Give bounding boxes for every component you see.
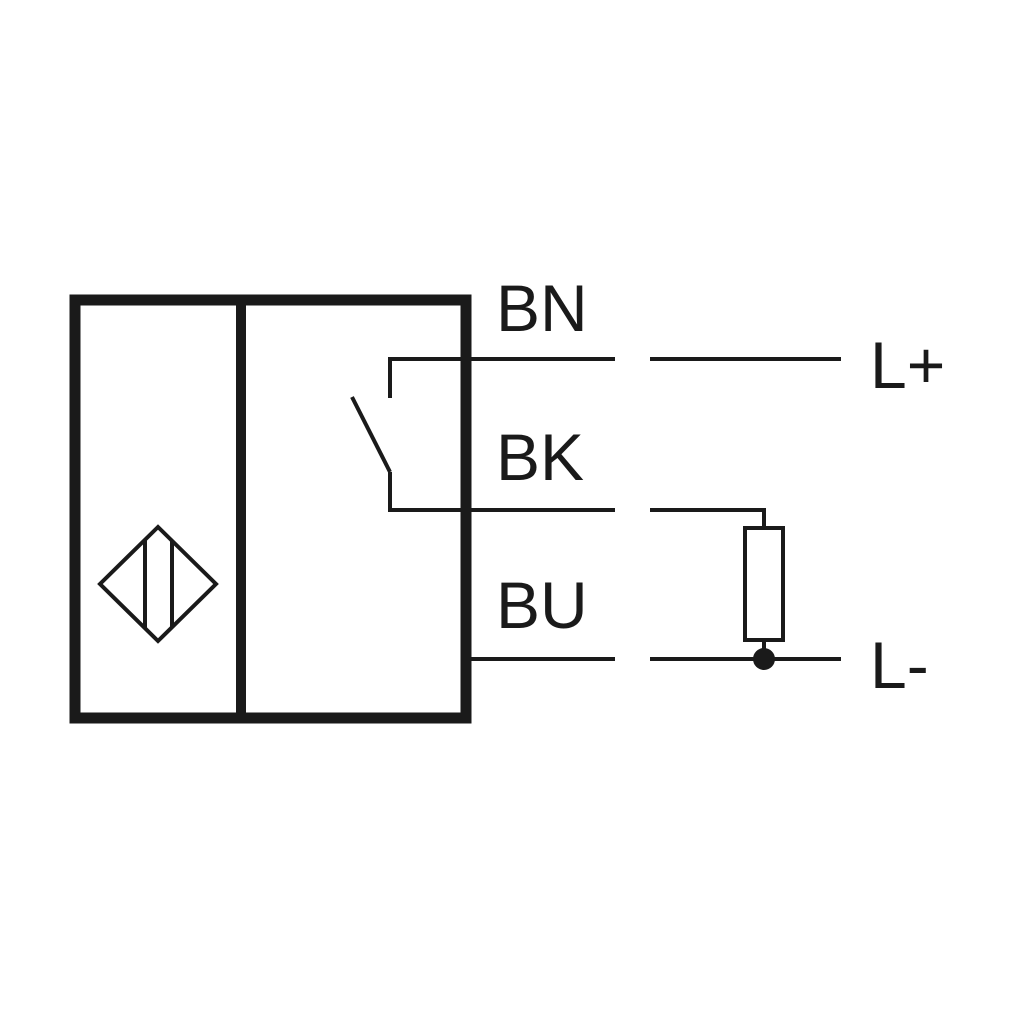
load-resistor <box>743 526 785 642</box>
label-bk: BK <box>496 420 584 494</box>
label-l-minus: L- <box>870 628 929 702</box>
junction-dot <box>753 648 775 670</box>
label-bu: BU <box>496 568 588 642</box>
wire-bk-external <box>650 508 766 528</box>
label-l-plus: L+ <box>870 328 945 402</box>
switch-contact <box>350 357 615 512</box>
inductive-sensor-symbol <box>97 524 219 644</box>
label-bn: BN <box>496 271 588 345</box>
